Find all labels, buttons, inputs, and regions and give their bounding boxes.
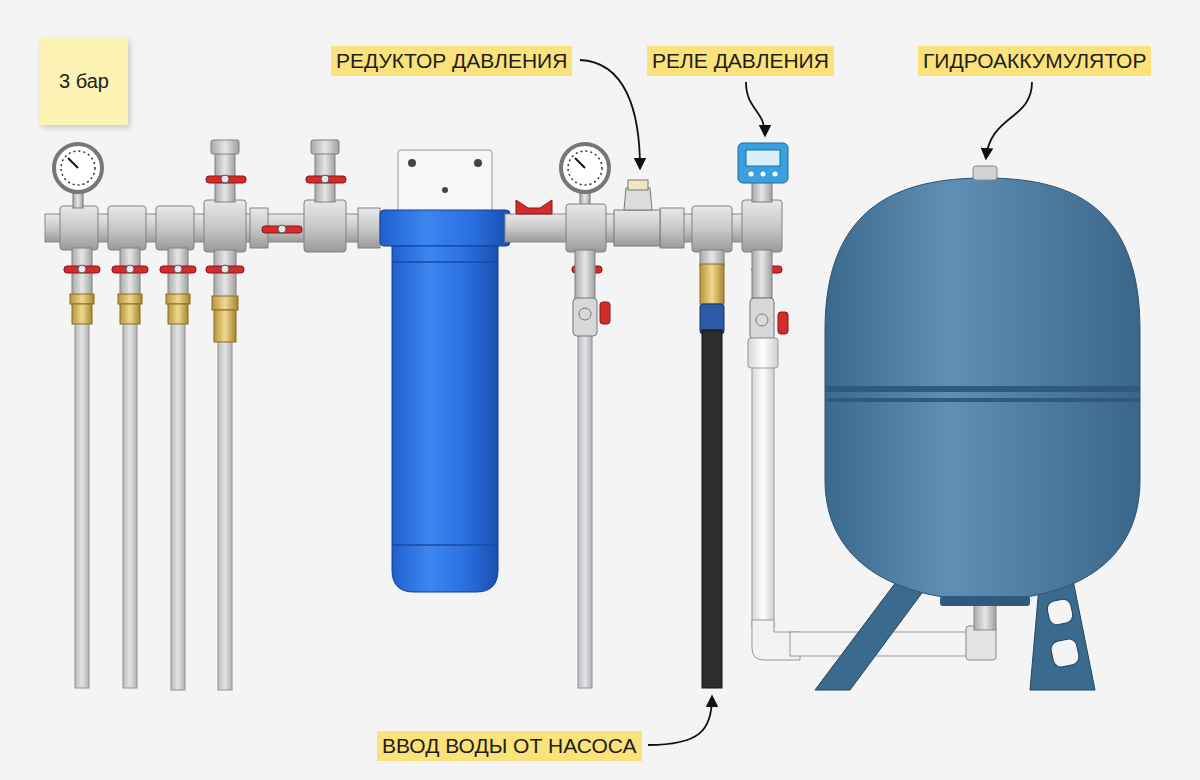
note-text: 3 бар <box>59 70 109 93</box>
tank-callout: ГИДРОАККУМУЛЯТОР <box>918 46 1151 76</box>
reducer-callout: РЕДУКТОР ДАВЛЕНИЯ <box>331 46 572 76</box>
relay-callout: РЕЛЕ ДАВЛЕНИЯ <box>647 46 834 76</box>
input-callout: ВВОД ВОДЫ ОТ НАСОСА <box>377 731 642 761</box>
sticky-note: 3 бар <box>40 38 128 125</box>
